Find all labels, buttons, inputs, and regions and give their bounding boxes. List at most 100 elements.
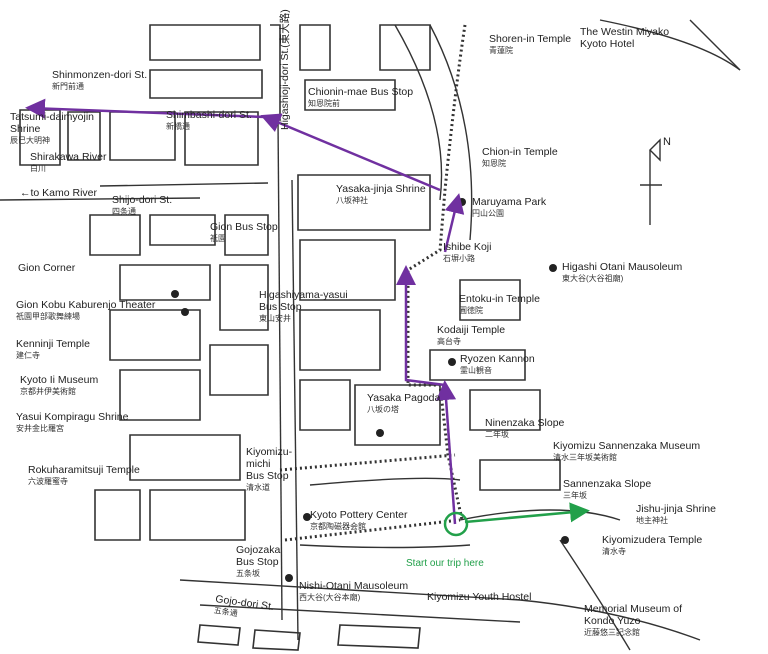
place-label-shinmonzen: Shinmonzen-dori St.新門前通 xyxy=(52,69,147,91)
label-text-jp: 圓徳院 xyxy=(459,305,483,315)
label-text-jp: 安井金比羅宮 xyxy=(16,423,64,433)
label-text: Shirakawa River xyxy=(30,151,107,163)
label-text-jp: 清水三年坂美術館 xyxy=(553,452,617,462)
label-text: Bus Stop xyxy=(246,470,289,482)
label-text: Ishibe Koji xyxy=(443,241,491,253)
label-text: Memorial Museum of xyxy=(584,603,682,615)
label-text: Bus Stop xyxy=(259,301,302,313)
gion-corner-dot xyxy=(171,290,179,298)
label-text-jp: 祇園甲部歌舞練場 xyxy=(16,311,80,321)
label-text: Shimbashi-dori St. xyxy=(166,109,252,121)
place-label-shijo: Shijo-dori St.四条通 xyxy=(112,194,172,216)
label-text-jp: 新橋通 xyxy=(166,121,190,131)
label-text-jp: 建仁寺 xyxy=(16,350,40,360)
label-text: Kiyomizu Youth Hostel xyxy=(427,591,531,603)
pottery-dot xyxy=(303,513,311,521)
label-text: Kenninji Temple xyxy=(16,338,90,350)
walking-route xyxy=(25,98,465,525)
label-text: Kodaiji Temple xyxy=(437,324,505,336)
label-text: Gion Bus Stop xyxy=(210,221,278,233)
street-grid xyxy=(0,19,741,651)
label-text-jp: 霊山観音 xyxy=(460,365,492,375)
label-text-jp: 京都陶磁器会館 xyxy=(310,521,366,531)
maruyama-dot xyxy=(458,198,466,206)
label-text-jp: 京都井伊美術館 xyxy=(20,386,76,396)
label-text-jp: 知恩院 xyxy=(482,158,506,168)
label-text: Shoren-in Temple xyxy=(489,33,571,45)
label-text-jp: 新門前通 xyxy=(52,81,84,91)
map-markers xyxy=(171,198,569,582)
label-text-jp: 白川 xyxy=(30,163,46,173)
label-text-jp: 知恩院前 xyxy=(308,98,340,108)
place-label-gojo: Gojo-dori St.五条通 xyxy=(213,593,274,618)
label-text: ←to Kamo River xyxy=(20,187,98,199)
label-text-jp: 清水寺 xyxy=(602,546,626,556)
label-text-jp: 青蓮院 xyxy=(489,45,513,55)
place-label-kamo: ←to Kamo River xyxy=(20,187,98,199)
label-text: Kiyomizu- xyxy=(246,446,293,458)
label-text: Chionin-mae Bus Stop xyxy=(308,86,413,98)
label-text-jp: 八坂神社 xyxy=(336,195,368,205)
label-text: Ninenzaka Slope xyxy=(485,417,565,429)
label-text: Ryozen Kannon xyxy=(460,353,535,365)
label-text: Kondo Yuzo xyxy=(584,615,641,627)
label-text: Maruyama Park xyxy=(472,196,547,208)
label-text: Shijo-dori St. xyxy=(112,194,172,206)
place-label-youth_hostel: Kiyomizu Youth Hostel xyxy=(427,591,531,603)
label-text: Yasaka-jinja Shrine xyxy=(336,183,426,195)
label-text-jp: 五条坂 xyxy=(236,568,260,578)
label-text: Higashiyama-yasui xyxy=(259,289,348,301)
label-text: Chion-in Temple xyxy=(482,146,558,158)
label-text: Nishi-Otani Mausoleum xyxy=(299,580,408,592)
label-text: Bus Stop xyxy=(236,556,279,568)
label-text: Tatsumi-daimyojin xyxy=(10,111,94,123)
label-text: Rokuharamitsuji Temple xyxy=(28,464,140,476)
label-text-jp: 西大谷(大谷本廟) xyxy=(299,592,361,602)
label-text-jp: 清水道 xyxy=(246,482,270,492)
label-text: The Westin Miyako xyxy=(580,26,669,38)
label-text-jp: 石塀小路 xyxy=(443,253,475,263)
label-text-jp: 八坂の塔 xyxy=(367,404,399,414)
label-text-jp: 六波羅蜜寺 xyxy=(28,476,68,486)
label-text-jp: 祇園 xyxy=(210,233,226,243)
ryozen-dot xyxy=(448,358,456,366)
start-marker xyxy=(443,502,590,537)
label-text: Jishu-jinja Shrine xyxy=(636,503,716,515)
label-text: Higashi Otani Mausoleum xyxy=(562,261,682,273)
label-text-jp: 東山安井 xyxy=(259,313,291,323)
gion-kobu-dot xyxy=(181,308,189,316)
start-label: Start our trip here xyxy=(406,558,484,569)
label-text: Kyoto Hotel xyxy=(580,38,634,50)
kondo-dot xyxy=(561,536,569,544)
label-text: Shinmonzen-dori St. xyxy=(52,69,147,81)
pagoda-dot xyxy=(376,429,384,437)
label-text: Kyoto Ii Museum xyxy=(20,374,98,386)
label-text-jp: 東大谷(大谷祖廟) xyxy=(562,273,624,283)
place-label-gion_corner: Gion Corner xyxy=(18,262,76,274)
